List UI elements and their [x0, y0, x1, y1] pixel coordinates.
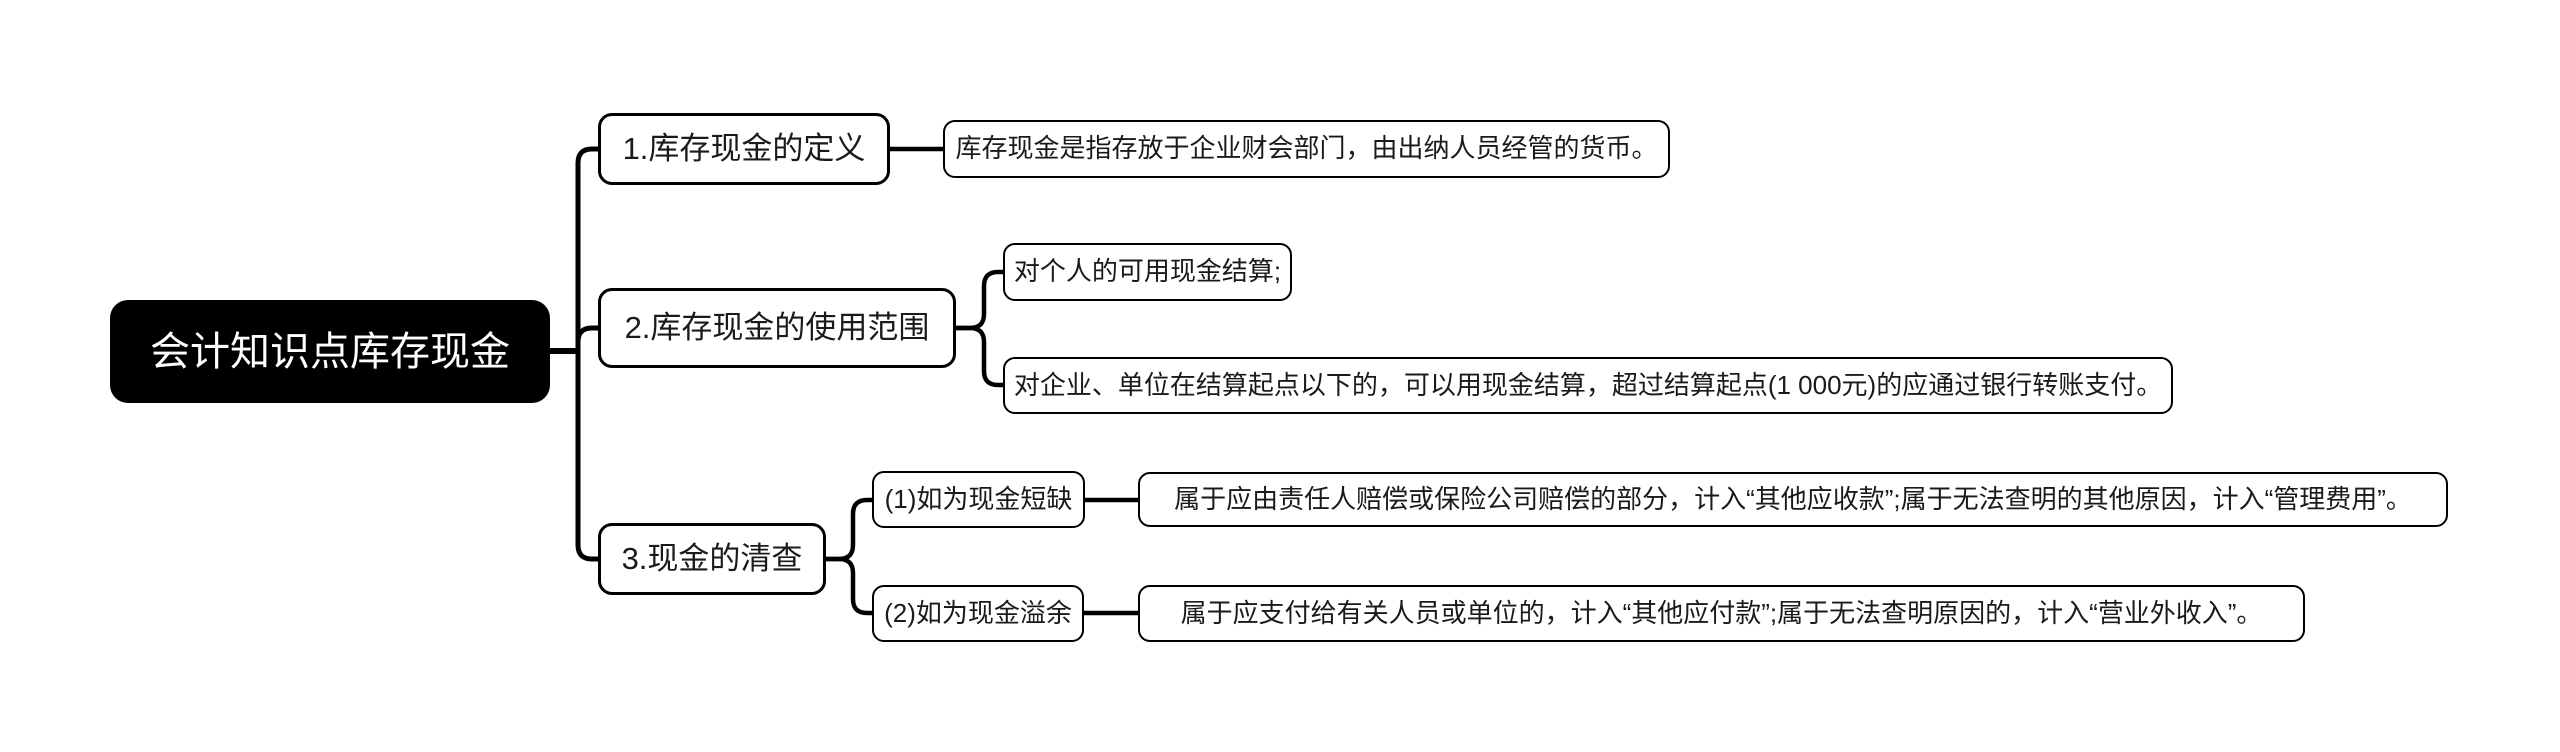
connector-branch2-leaf1 — [956, 269, 1003, 331]
sub-node-cash-surplus[interactable]: (2)如为现金溢余 — [872, 585, 1084, 642]
leaf-node-shortage-detail[interactable]: 属于应由责任人赔偿或保险公司赔偿的部分，计入“其他应收款”;属于无法查明的其他原… — [1138, 472, 2448, 527]
leaf-node-personal-settlement[interactable]: 对个人的可用现金结算; — [1003, 243, 1292, 301]
connector-branch2-leaf2 — [956, 325, 1003, 388]
sub-node-cash-shortage[interactable]: (1)如为现金短缺 — [872, 471, 1085, 528]
branch-node-usage-scope[interactable]: 2.库存现金的使用范围 — [598, 288, 956, 368]
branch-node-definition[interactable]: 1.库存现金的定义 — [598, 113, 890, 185]
root-node[interactable]: 会计知识点库存现金 — [110, 300, 550, 403]
connector-branch3-sub2 — [826, 556, 872, 616]
leaf-node-definition-detail[interactable]: 库存现金是指存放于企业财会部门，由出纳人员经管的货币。 — [943, 120, 1670, 178]
leaf-node-surplus-detail[interactable]: 属于应支付给有关人员或单位的，计入“其他应付款”;属于无法查明原因的，计入“营业… — [1138, 585, 2305, 642]
connector-trunk-branch2 — [575, 325, 598, 351]
connector-branch3-sub1 — [826, 497, 872, 562]
branch-node-cash-check[interactable]: 3.现金的清查 — [598, 523, 826, 595]
leaf-node-enterprise-settlement[interactable]: 对企业、单位在结算起点以下的，可以用现金结算，超过结算起点(1 000元)的应通… — [1003, 357, 2173, 414]
connector-trunk-branch1 — [575, 146, 598, 351]
connector-trunk-branch3 — [575, 351, 598, 562]
